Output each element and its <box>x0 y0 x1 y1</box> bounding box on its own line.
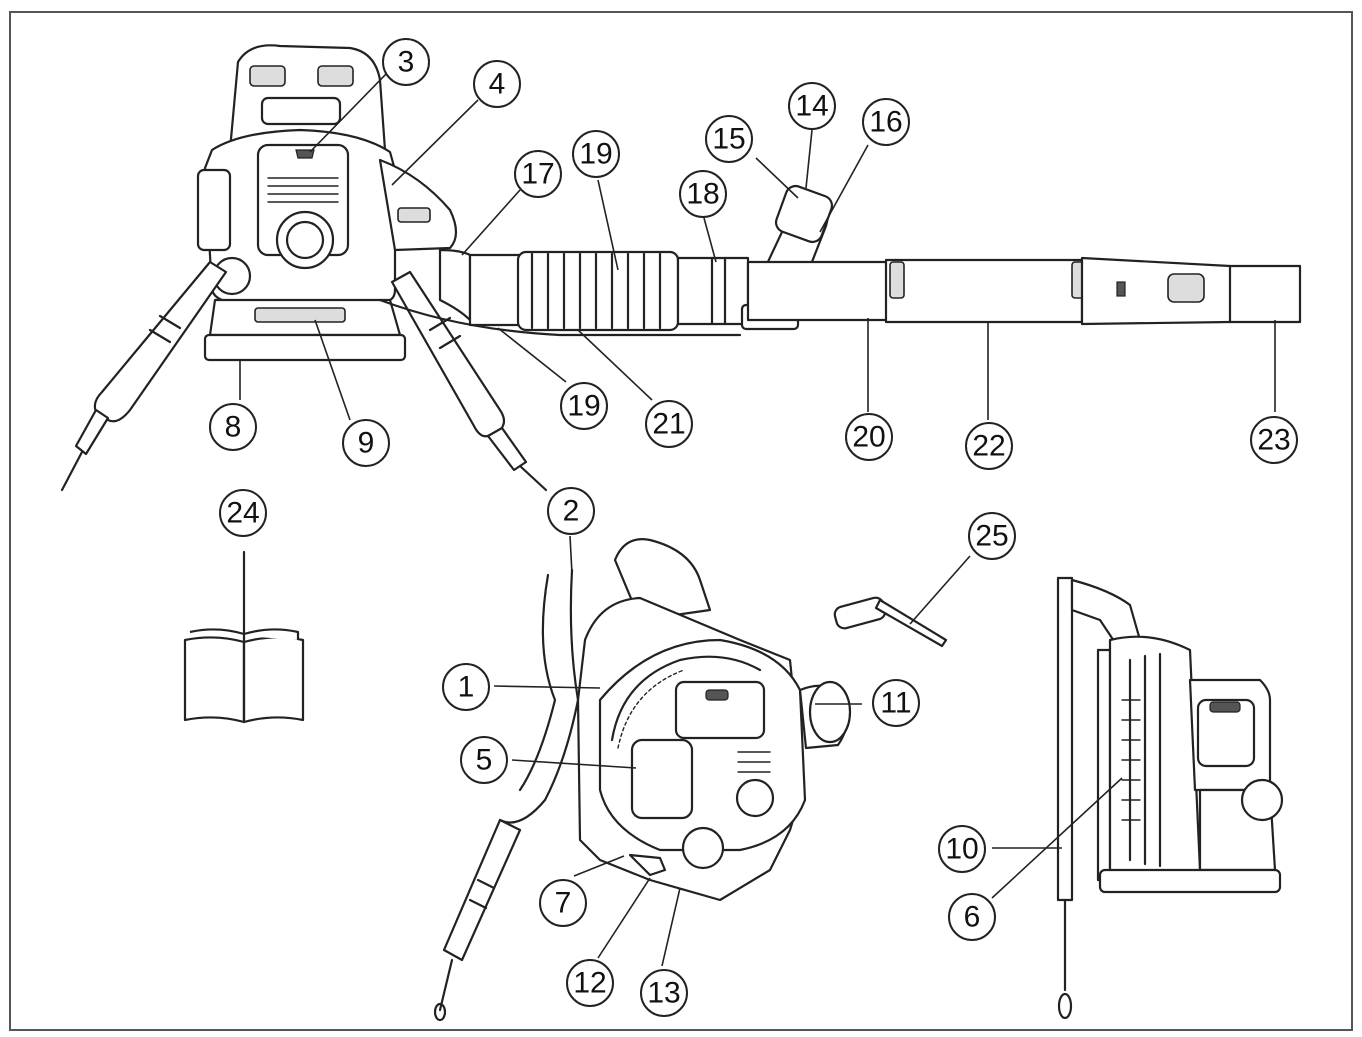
blower-rear-view <box>60 44 1302 492</box>
callout-18-label: 18 <box>686 178 719 211</box>
callout-9-label: 9 <box>358 427 375 460</box>
callout-8: 8 <box>209 403 257 451</box>
callout-15-label: 15 <box>712 123 745 156</box>
callout-4: 4 <box>473 60 521 108</box>
callout-22-label: 22 <box>972 430 1005 463</box>
callout-16: 16 <box>862 98 910 146</box>
callout-17-label: 17 <box>521 158 554 191</box>
callout-25: 25 <box>968 512 1016 560</box>
callout-21: 21 <box>645 400 693 448</box>
callout-12: 12 <box>566 959 614 1007</box>
callout-3: 3 <box>382 38 430 86</box>
blower-side-view <box>1056 576 1284 1020</box>
diagram-frame <box>9 11 1353 1031</box>
callout-25-label: 25 <box>975 520 1008 553</box>
callout-24: 24 <box>219 489 267 537</box>
callout-12-label: 12 <box>573 967 606 1000</box>
callout-6: 6 <box>948 893 996 941</box>
callout-5: 5 <box>460 736 508 784</box>
callout-10: 10 <box>938 825 986 873</box>
callout-16-label: 16 <box>869 106 902 139</box>
callout-19-top: 19 <box>572 130 620 178</box>
callout-6-label: 6 <box>964 901 981 934</box>
callout-14-label: 14 <box>795 90 828 123</box>
callout-7: 7 <box>539 879 587 927</box>
blower-front-view <box>433 538 852 1022</box>
callout-8-label: 8 <box>225 411 242 444</box>
callout-20: 20 <box>845 413 893 461</box>
callout-1: 1 <box>442 663 490 711</box>
callout-2: 2 <box>547 487 595 535</box>
callout-2-label: 2 <box>563 495 580 528</box>
callout-13: 13 <box>640 969 688 1017</box>
callout-18: 18 <box>679 170 727 218</box>
callout-15: 15 <box>705 115 753 163</box>
callout-17: 17 <box>514 150 562 198</box>
callout-20-label: 20 <box>852 421 885 454</box>
callout-14: 14 <box>788 82 836 130</box>
callout-3-label: 3 <box>398 46 415 79</box>
callout-19-top-label: 19 <box>579 138 612 171</box>
leader-lines <box>239 71 1276 967</box>
callout-19-bottom-label: 19 <box>567 390 600 423</box>
callout-7-label: 7 <box>555 887 572 920</box>
callout-5-label: 5 <box>476 744 493 777</box>
callout-4-label: 4 <box>489 68 506 101</box>
callout-10-label: 10 <box>945 833 978 866</box>
operators-manual-illustration <box>183 550 305 724</box>
callout-19-bottom: 19 <box>560 382 608 430</box>
callout-23-label: 23 <box>1257 424 1290 457</box>
callout-9: 9 <box>342 419 390 467</box>
callout-23: 23 <box>1250 416 1298 464</box>
callout-24-label: 24 <box>226 497 259 530</box>
callout-11: 11 <box>872 679 920 727</box>
callout-13-label: 13 <box>647 977 680 1010</box>
callout-21-label: 21 <box>652 408 685 441</box>
callout-1-label: 1 <box>458 671 475 704</box>
callout-11-label: 11 <box>880 687 911 720</box>
callout-22: 22 <box>965 422 1013 470</box>
